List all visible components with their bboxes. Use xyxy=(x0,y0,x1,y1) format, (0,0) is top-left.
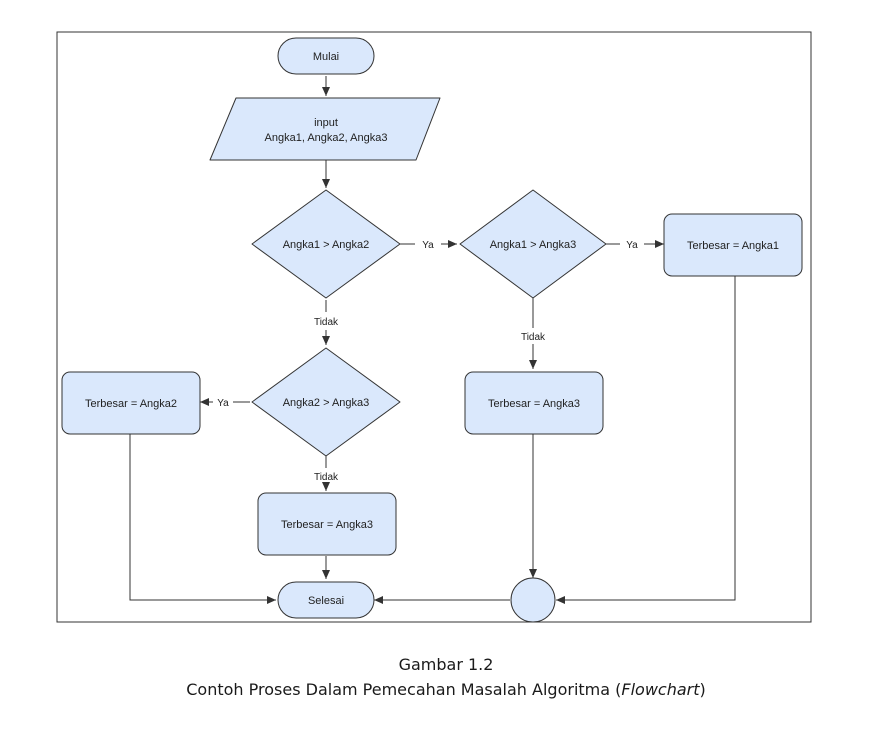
edge-result1-join xyxy=(556,276,736,604)
terminator-shape xyxy=(277,37,375,75)
process-shape xyxy=(257,492,397,556)
node-input-label-2: Angka1, Angka2, Angka3 xyxy=(265,132,388,144)
figure-caption-prefix: Contoh Proses Dalam Pemecahan Masalah Al… xyxy=(186,680,622,699)
node-start-label: Mulai xyxy=(313,51,339,63)
node-start: Mulai xyxy=(277,37,375,75)
decision-diamond-shape xyxy=(251,189,401,299)
decision-diamond-shape xyxy=(251,347,401,457)
edge-label-yes-1: Ya xyxy=(422,240,434,251)
flowchart-diagram: Ya Ya Tidak Tidak Ya Tidak Mulai input A… xyxy=(56,31,812,623)
node-decision3: Angka2 > Angka3 xyxy=(251,347,401,457)
node-decision2-label: Angka1 > Angka3 xyxy=(490,239,577,251)
node-result-angka2-label: Terbesar = Angka2 xyxy=(85,398,177,410)
terminator-shape xyxy=(277,581,375,619)
node-result-angka3-right-label: Terbesar = Angka3 xyxy=(488,398,580,410)
decision-diamond-shape xyxy=(459,189,607,299)
node-result-angka2: Terbesar = Angka2 xyxy=(61,371,201,435)
process-shape xyxy=(663,213,803,277)
node-decision1-label: Angka1 > Angka2 xyxy=(283,239,370,251)
edge-label-no-2: Tidak xyxy=(521,332,546,343)
node-input: input Angka1, Angka2, Angka3 xyxy=(209,97,441,161)
node-result-angka1-label: Terbesar = Angka1 xyxy=(687,240,779,252)
input-parallelogram-shape xyxy=(209,97,441,161)
figure-number: Gambar 1.2 xyxy=(398,655,494,674)
figure-caption-italic: Flowchart xyxy=(621,680,700,699)
node-result-angka1: Terbesar = Angka1 xyxy=(663,213,803,277)
node-input-label-1: input xyxy=(314,117,338,129)
process-shape xyxy=(464,371,604,435)
node-result-angka3-bottom: Terbesar = Angka3 xyxy=(257,492,397,556)
node-end-label: Selesai xyxy=(308,595,344,607)
diagram-frame xyxy=(56,31,812,623)
process-shape xyxy=(61,371,201,435)
node-decision2: Angka1 > Angka3 xyxy=(459,189,607,299)
node-result-angka3-right: Terbesar = Angka3 xyxy=(464,371,604,435)
node-decision1: Angka1 > Angka2 xyxy=(251,189,401,299)
figure-caption: Contoh Proses Dalam Pemecahan Masalah Al… xyxy=(0,680,892,699)
node-end: Selesai xyxy=(277,581,375,619)
edge-result2-end xyxy=(129,434,276,604)
edge-label-no-1: Tidak xyxy=(314,317,339,328)
edges xyxy=(129,76,736,604)
node-join-connector xyxy=(510,577,556,623)
edge-label-yes-3: Ya xyxy=(217,398,229,409)
node-result-angka3-bottom-label: Terbesar = Angka3 xyxy=(281,519,373,531)
edge-label-no-3: Tidak xyxy=(314,472,339,483)
edge-label-yes-2: Ya xyxy=(626,240,638,251)
node-decision3-label: Angka2 > Angka3 xyxy=(283,397,370,409)
figure-caption-suffix: ) xyxy=(699,680,706,699)
